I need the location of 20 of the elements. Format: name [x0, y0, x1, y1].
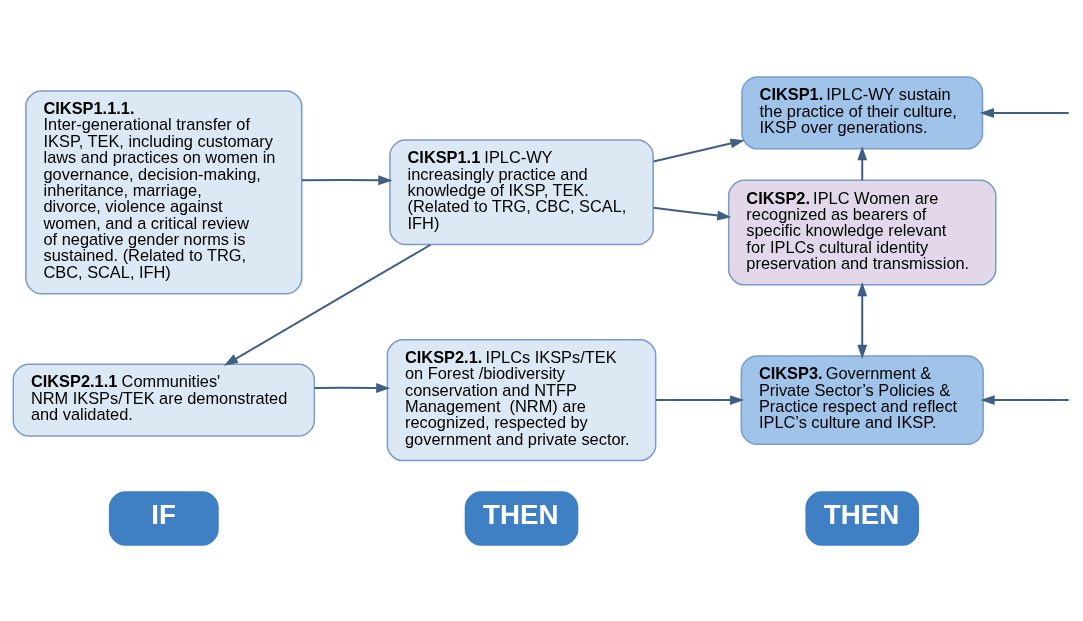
node-box: THEN — [805, 490, 920, 546]
node-box: CIKSP2. IPLC Women are recognized as bearers of specific knowledge relevant for IPLCs cultural identity preservation and transmission. — [727, 179, 997, 286]
arrow — [301, 174, 393, 185]
arrow — [223, 243, 432, 366]
node-box: IF — [108, 490, 219, 546]
arrow — [980, 394, 1069, 405]
node-box: CIKSP1. IPLC-WY sustain the practice of their culture, IKSP over generations. — [741, 75, 984, 150]
node-box: CIKSP3. Government & Private Sector’s Policies & Practice respect and reflect IPLC’s culture and IKSP. — [740, 354, 984, 445]
node-box: CIKSP2.1. IPLCs IKSPs/TEK on Forest /biodiversity conservation and NTFP Management (NRM) are recognized, respected by government and private sector. — [386, 338, 657, 461]
arrow — [653, 138, 745, 163]
node-box: CIKSP1.1 IPLC-WY increasingly practice and knowledge of IKSP, TEK. (Related to TRG, CBC, SCAL, IFH) — [389, 138, 654, 245]
node-box: CIKSP2.1.1 Communities' NRM IKSPs/TEK are demonstrated and validated. — [12, 362, 316, 437]
arrow — [857, 145, 868, 180]
arrow — [653, 206, 732, 220]
arrow — [979, 107, 1069, 118]
node-box: CIKSP1.1.1. Inter-generational transfer of IKSP, TEK, including customary laws and practices on women in governance, decision-making, inheritance, marriage, divorce, violence against women, and a critical review of negative gender norms is sustained. (Related to TRG, CBC, SCAL, IFH) — [25, 89, 303, 294]
node-box: THEN — [464, 490, 579, 546]
arrow — [314, 382, 391, 393]
arrow — [857, 281, 868, 359]
arrow — [655, 394, 745, 405]
